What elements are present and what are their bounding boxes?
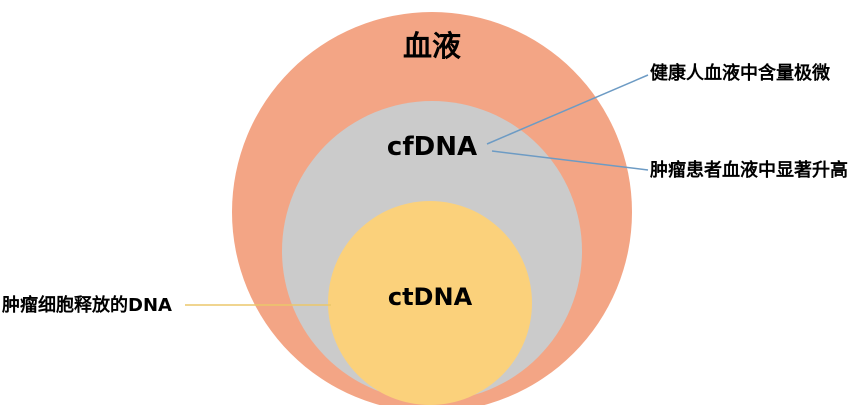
tumor-patient-annotation-text: 肿瘤患者血液中显著升高 xyxy=(650,160,848,181)
healthy-annotation-connector-line xyxy=(486,74,649,145)
blood-circle-label: 血液 xyxy=(402,29,462,63)
ctdna-circle-label: ctDNA xyxy=(387,283,473,311)
tumor-patient-annotation-connector-line xyxy=(491,150,649,171)
cfdna-circle-label: cfDNA xyxy=(386,132,478,162)
ctdna-circle xyxy=(328,201,532,405)
healthy-annotation-text: 健康人血液中含量极微 xyxy=(650,63,830,84)
tumor-cell-annotation-text: 肿瘤细胞释放的DNA xyxy=(2,295,172,316)
